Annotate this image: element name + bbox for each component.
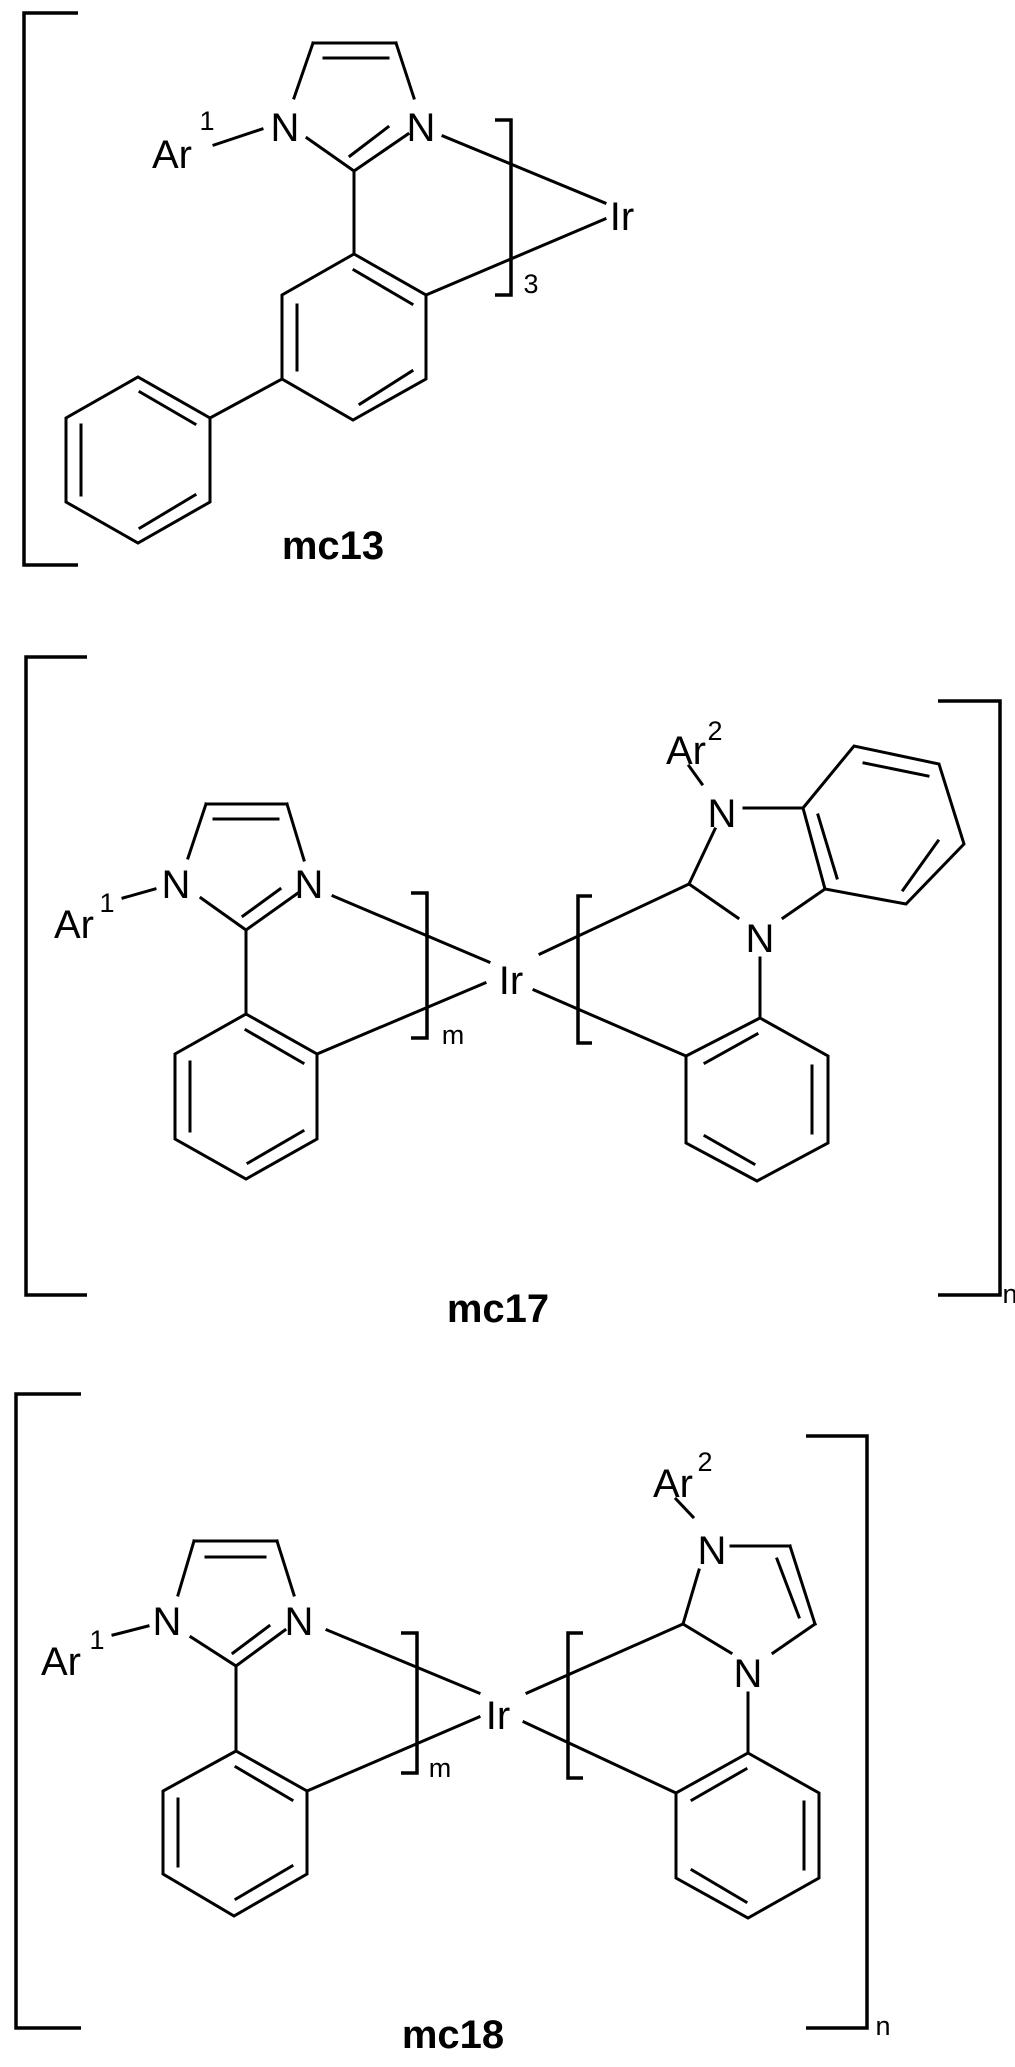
- n1-label: N: [153, 1600, 182, 1644]
- iridium-label: Ir: [610, 195, 634, 239]
- ligand-bracket-m: [401, 1633, 417, 1773]
- n-bottom-label: N: [746, 917, 775, 961]
- structure-mc17: Ar 1 N N Ir m Ar 2 N N n mc17: [26, 657, 1015, 1331]
- ar1-superscript: 1: [89, 1625, 104, 1655]
- ligand-bracket-m: [411, 893, 427, 1038]
- phenyl-ring-left: [175, 1014, 317, 1179]
- ar2-label: Ar: [666, 729, 706, 773]
- compound-label-mc18: mc18: [402, 2013, 504, 2057]
- structure-mc13: Ar 1 N N Ir 3 mc13: [24, 13, 634, 568]
- ligand-bracket-left: [568, 1633, 583, 1778]
- iridium-label: Ir: [486, 1694, 510, 1738]
- n1-label: N: [271, 106, 300, 150]
- ar2-superscript: 2: [707, 716, 722, 746]
- subscript-n: n: [875, 2011, 890, 2041]
- ar2-label: Ar: [653, 1462, 693, 1506]
- benzo-ring: [803, 746, 964, 904]
- c-n-bond: [683, 1570, 699, 1624]
- n-ir-bond: [333, 896, 489, 962]
- outer-right-bracket: [806, 1436, 867, 2028]
- c-n-bond: [689, 884, 738, 918]
- n-ir-bond: [443, 136, 605, 203]
- structure-mc18: Ar 1 N N Ir m Ar 2 N N n mc18: [16, 1394, 891, 2057]
- compound-label-mc13: mc13: [282, 524, 384, 568]
- c-ir-bond: [426, 219, 605, 295]
- phenylene-ring: [282, 254, 426, 420]
- ligand-bracket-left: [578, 896, 592, 1043]
- n-top-label: N: [708, 792, 737, 836]
- ar1-superscript: 1: [99, 888, 114, 918]
- subscript-m: m: [429, 1753, 452, 1783]
- imidazole-ring: [188, 804, 304, 930]
- ar1-n-bond: [123, 889, 155, 898]
- compound-label-mc17: mc17: [447, 1287, 549, 1331]
- n3-label: N: [285, 1600, 314, 1644]
- subscript-n: n: [1002, 1279, 1015, 1309]
- phenyl-ring: [66, 377, 210, 543]
- biphenyl-bond: [210, 379, 282, 418]
- c-ir-bond: [534, 990, 686, 1056]
- n3-label: N: [407, 106, 436, 150]
- ar1-label: Ar: [152, 133, 192, 177]
- c-ir-bond: [307, 1717, 479, 1791]
- ar-n-bond: [214, 129, 262, 145]
- n1-label: N: [162, 863, 191, 907]
- phenyl-ring-right: [676, 1753, 819, 1918]
- phenyl-ring-right: [686, 1018, 828, 1181]
- subscript-3: 3: [523, 269, 538, 299]
- imidazole-ring: [178, 1541, 294, 1666]
- outer-left-bracket: [24, 13, 78, 565]
- ir-carbene-bond: [527, 1624, 683, 1693]
- c-n-bond: [783, 889, 825, 918]
- n3-label: N: [295, 863, 324, 907]
- ligand-bracket: [495, 120, 511, 295]
- outer-left-bracket: [16, 1394, 81, 2028]
- ir-carbene-bond: [540, 884, 689, 954]
- c-n-bond: [689, 829, 715, 884]
- imidazole-ring: [294, 43, 414, 171]
- ar1-n-bond: [113, 1626, 148, 1635]
- ar2-superscript: 2: [697, 1447, 712, 1477]
- ar1-superscript: 1: [199, 106, 214, 136]
- subscript-m: m: [442, 1020, 465, 1050]
- n-bottom-label: N: [734, 1652, 763, 1696]
- phenyl-ring-left: [163, 1751, 307, 1916]
- n-top-label: N: [698, 1529, 727, 1573]
- c-ir-bond: [524, 1722, 676, 1793]
- ar1-label: Ar: [41, 1640, 81, 1684]
- iridium-label: Ir: [499, 959, 523, 1003]
- n-ir-bond: [327, 1630, 479, 1693]
- outer-left-bracket: [26, 657, 87, 1295]
- ar1-label: Ar: [54, 903, 94, 947]
